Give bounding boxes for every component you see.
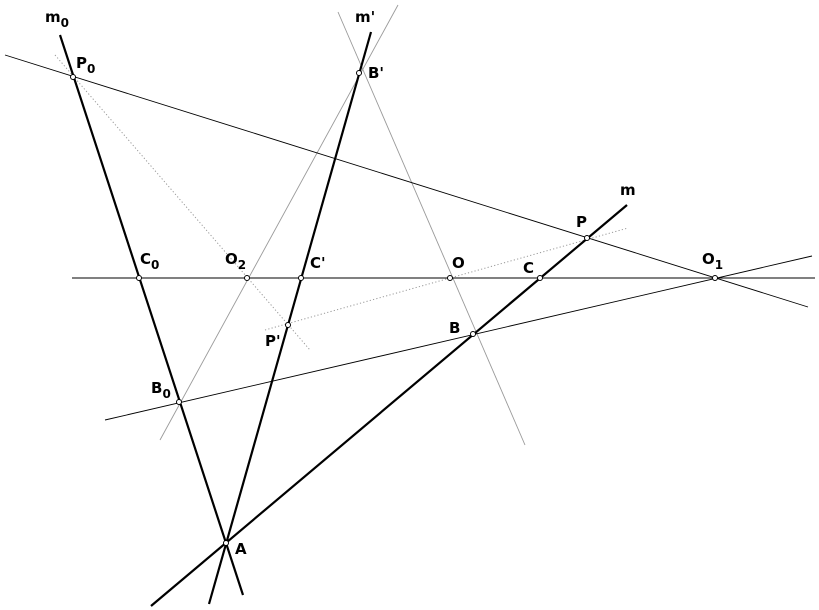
line-pp-p bbox=[264, 227, 629, 331]
label-p-prime: P' bbox=[265, 332, 281, 350]
label-c: C bbox=[523, 259, 534, 277]
line-m0 bbox=[58, 34, 245, 596]
label-o: O bbox=[452, 254, 465, 272]
label-c0: C0 bbox=[140, 250, 159, 272]
label-b: B bbox=[449, 319, 460, 337]
label-p0: P0 bbox=[76, 54, 95, 76]
label-m: m bbox=[620, 181, 636, 199]
point-p bbox=[584, 235, 590, 241]
point-o bbox=[447, 275, 453, 281]
line-p0-o1 bbox=[4, 54, 809, 308]
line-m bbox=[150, 204, 628, 607]
point-c0 bbox=[136, 275, 142, 281]
label-b0: B0 bbox=[151, 379, 171, 401]
label-m0: m0 bbox=[45, 8, 69, 30]
point-o1 bbox=[712, 275, 718, 281]
point-p-prime bbox=[285, 322, 291, 328]
line-p0-o2 bbox=[54, 54, 311, 351]
label-p: P bbox=[576, 213, 587, 231]
label-a: A bbox=[235, 540, 247, 558]
line-bp-b0 bbox=[159, 4, 399, 441]
point-b bbox=[470, 331, 476, 337]
point-p0 bbox=[70, 74, 76, 80]
label-o1: O1 bbox=[702, 250, 723, 272]
point-b-prime bbox=[356, 70, 362, 76]
point-o2 bbox=[244, 275, 250, 281]
label-b-prime: B' bbox=[368, 64, 384, 82]
line-m-prime bbox=[207, 31, 373, 605]
point-c bbox=[537, 275, 543, 281]
point-c-prime bbox=[298, 275, 304, 281]
label-c-prime: C' bbox=[310, 254, 326, 272]
point-a bbox=[223, 540, 229, 546]
label-o2: O2 bbox=[225, 250, 246, 272]
line-b0-o1 bbox=[104, 255, 813, 421]
point-b0 bbox=[176, 399, 182, 405]
label-m-prime: m' bbox=[355, 8, 375, 26]
line-mp-extension bbox=[337, 11, 526, 446]
